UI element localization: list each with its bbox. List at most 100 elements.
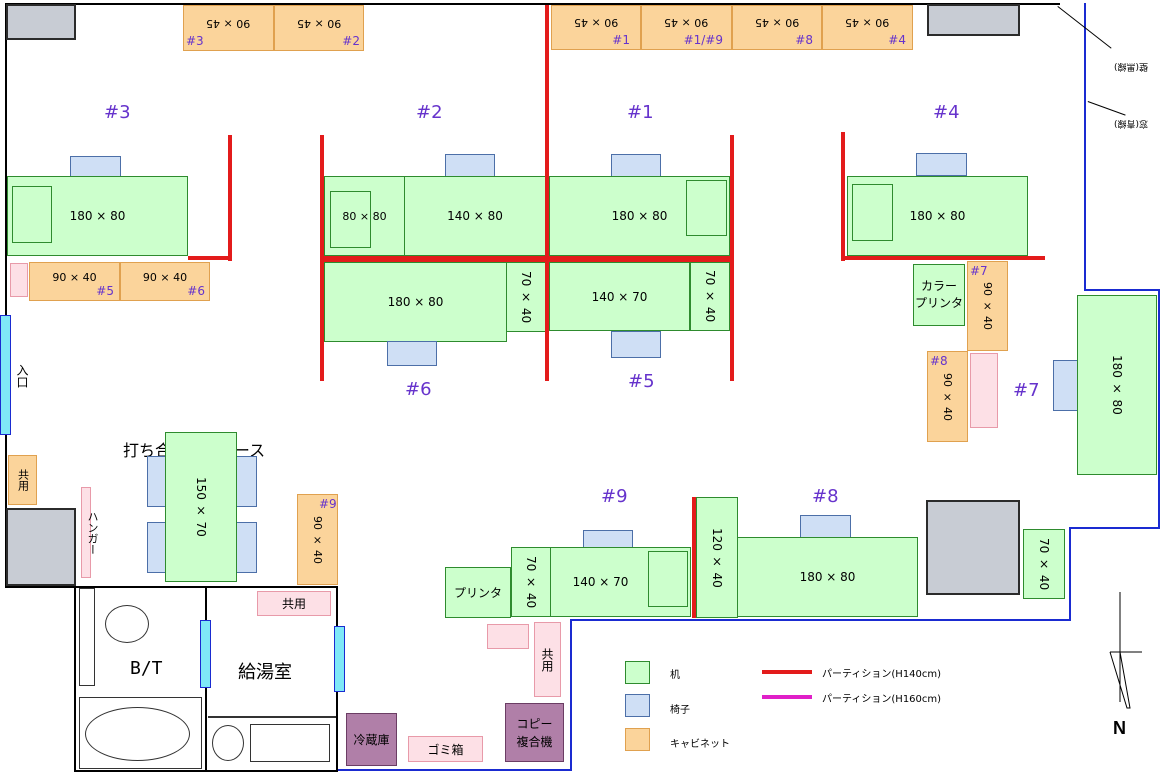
- chair-1: [611, 154, 661, 177]
- hanger: ハンガー: [81, 487, 99, 578]
- small-box-bottom: [487, 624, 529, 649]
- cabinet-tag: #7: [970, 264, 988, 278]
- refrigerator: 冷蔵庫: [346, 713, 397, 766]
- cabinet-top-1: 90 × 45 #1: [551, 5, 641, 50]
- meeting-chair-3: [235, 456, 257, 507]
- pillar-left: [6, 508, 76, 586]
- seat-number-5: #5: [628, 371, 655, 392]
- cabinet-size: 90 × 40: [941, 372, 954, 421]
- kitchen-sink: [250, 724, 330, 762]
- desk-size: 70 × 40: [524, 555, 538, 609]
- desk-5-side: 70 × 40: [690, 262, 730, 331]
- desk-1-drawer: [686, 180, 727, 236]
- legend-chair-swatch: [625, 694, 650, 717]
- meeting-chair-1: [147, 456, 167, 507]
- desk-6-side: 70 × 40: [506, 262, 546, 332]
- printer-label: プリンタ: [453, 586, 502, 600]
- window-bottom-right: [571, 619, 1071, 621]
- cabinet-top-1-9: 90 × 45 #1/#9: [641, 5, 732, 50]
- north-label: N: [1113, 718, 1126, 738]
- meeting-chair-2: [147, 522, 167, 573]
- small-box-left: [10, 263, 28, 297]
- desk-size: 120 × 40: [710, 527, 724, 588]
- desk-size: 180 × 80: [1110, 355, 1124, 415]
- kitchen-door[interactable]: [334, 626, 345, 692]
- chair-7: [1053, 360, 1078, 411]
- kitchen-counter: [208, 716, 336, 718]
- desk-6: 180 × 80: [324, 262, 507, 342]
- bt-label: B/T: [130, 658, 163, 679]
- trash-box: ゴミ箱: [408, 736, 483, 762]
- bt-door[interactable]: [200, 620, 211, 688]
- window-right-lower: [1069, 527, 1071, 621]
- seat-number-7: #7: [1013, 380, 1040, 401]
- cabinet-left-6: 90 × 40 #6: [120, 262, 210, 301]
- pillar-center: [926, 500, 1020, 595]
- desk-8-side: 120 × 40: [696, 497, 738, 618]
- pillar-top-left: [6, 4, 76, 40]
- cabinet-size: 90 × 45: [845, 16, 890, 29]
- desk-5: 140 × 70: [549, 262, 690, 331]
- cabinet-size: 90 × 45: [573, 16, 619, 29]
- cabinet-tag: #5: [96, 284, 114, 298]
- copier-label: コピー 複合機: [516, 716, 553, 749]
- window-right-step: [1084, 289, 1160, 291]
- desk-size: 80 × 80: [342, 209, 387, 223]
- chair-2: [445, 154, 495, 177]
- bt-shelf: [79, 588, 95, 686]
- cabinet-tag: #3: [186, 34, 204, 48]
- legend-desk-swatch: [625, 661, 650, 684]
- partition-middle-horizontal: [320, 256, 734, 262]
- wall-top: [6, 3, 1060, 5]
- wall-label: 壁(黒線): [1114, 61, 1149, 71]
- kitchen-label: 給湯室: [238, 662, 292, 683]
- cabinet-size: 90 × 45: [206, 16, 251, 30]
- color-printer: カラー プリンタ: [913, 264, 965, 326]
- shared-label: 共用: [281, 597, 306, 611]
- chair-4: [916, 153, 967, 176]
- desk-size: 180 × 80: [799, 570, 856, 584]
- small-box-right: [970, 353, 998, 428]
- legend-partition160-swatch: [762, 695, 812, 699]
- trash-label: ゴミ箱: [427, 742, 464, 757]
- printer: プリンタ: [445, 567, 511, 618]
- desk-2a-drawer: [330, 191, 371, 248]
- window-right-upper: [1084, 3, 1086, 291]
- partition-4-vertical: [841, 132, 845, 261]
- seat-number-2: #2: [416, 102, 443, 123]
- bathtub: [79, 697, 202, 769]
- legend-chair-label: 椅子: [670, 705, 690, 716]
- cabinet-top-2: 90 × 45 #2: [274, 5, 364, 51]
- partition-3-horizontal: [188, 256, 232, 260]
- cabinet-tag: #4: [888, 33, 906, 47]
- window-right-edge: [1158, 289, 1160, 528]
- desk-size: 70 × 40: [1037, 537, 1051, 591]
- bathtub-inner: [85, 707, 190, 761]
- legend-cabinet-label: キャビネット: [670, 739, 730, 750]
- desk-size: 180 × 80: [387, 295, 444, 309]
- seat-number-9: #9: [601, 486, 628, 507]
- desk-right-small: 70 × 40: [1023, 529, 1065, 599]
- cabinet-meeting-9: 90 × 40 #9: [297, 494, 338, 585]
- chair-5: [611, 331, 661, 358]
- entrance-door[interactable]: [0, 315, 11, 435]
- window-line-2: [1087, 101, 1126, 116]
- cabinet-right-8: 90 × 40 #8: [927, 351, 968, 442]
- cabinet-size: 90 × 45: [296, 16, 342, 30]
- shared-box-bottom: 共用: [534, 622, 561, 697]
- cabinet-size: 90 × 40: [52, 271, 97, 284]
- desk-size: 180 × 80: [611, 209, 668, 223]
- wall-bt-left: [74, 586, 76, 772]
- seat-number-1: #1: [627, 102, 654, 123]
- cabinet-top-4: 90 × 45 #4: [822, 5, 913, 50]
- desk-size: 180 × 80: [69, 209, 126, 223]
- cabinet-tag: #9: [319, 497, 337, 511]
- entrance-label: 入口: [15, 364, 29, 388]
- chair-8: [800, 515, 851, 538]
- cabinet-top-3: 90 × 45 #3: [183, 5, 274, 51]
- desk-size: 140 × 70: [591, 289, 648, 304]
- cabinet-right-7: 90 × 40 #7: [967, 261, 1008, 351]
- seat-number-4: #4: [933, 102, 960, 123]
- seat-number-6: #6: [405, 379, 432, 400]
